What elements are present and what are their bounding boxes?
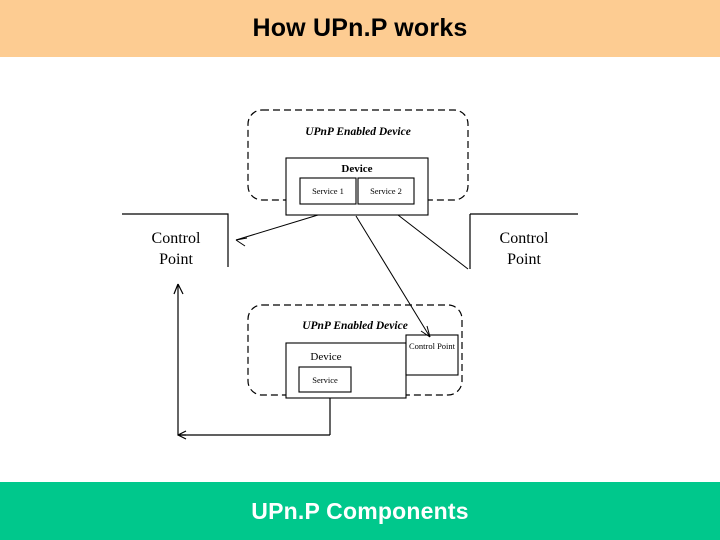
embedded-control-point-box: [405, 334, 459, 376]
page-title: How UPn.P works: [252, 14, 468, 42]
service-box-2: [357, 177, 415, 205]
device-top-label: Device: [341, 163, 372, 175]
link-device-top-to-control-point-right: [397, 214, 469, 270]
control-point-right-bracket: [469, 213, 578, 269]
device-bottom-outer-label: UPnP Enabled Device: [302, 320, 408, 332]
footer-caption: UPn.P Components: [251, 497, 469, 524]
footer-bar: [0, 482, 720, 540]
device-bottom-label: Device: [310, 351, 341, 363]
arrowhead-to-control-point-left-vertical: [173, 283, 184, 295]
device-bottom-outer-boundary: [247, 304, 463, 396]
device-top-outer-label: UPnP Enabled Device: [305, 126, 411, 138]
arrowhead-to-embedded-control-point: [420, 325, 431, 338]
control-point-right-label-line2: Point: [507, 251, 541, 268]
service-box-bottom: [298, 366, 352, 393]
embedded-control-point-label-line1: Control Point: [409, 341, 456, 351]
upnp-enabled-device-top: UPnP Enabled Device Device Service 1 Ser…: [247, 109, 469, 216]
arrowhead-bottom-left-corner: [177, 430, 187, 440]
service-bottom-label: Service: [312, 375, 338, 385]
upnp-enabled-device-bottom: UPnP Enabled Device Device Service Contr…: [247, 304, 463, 399]
service-1-label: Service 1: [312, 186, 344, 196]
control-point-left-label-line2: Point: [159, 251, 193, 268]
control-point-left-bracket: [122, 213, 229, 267]
control-point-right-label-line1: Control: [500, 230, 549, 247]
control-point-right: Control Point: [469, 213, 578, 269]
service-2-label: Service 2: [370, 186, 402, 196]
service-box-1: [299, 177, 357, 205]
link-device-top-to-control-point-left: [235, 214, 319, 241]
title-bar: [0, 0, 720, 57]
device-top-outer-boundary: [247, 109, 469, 201]
control-point-left: Control Point: [122, 213, 229, 268]
upnp-topology-diagram: UPnP Enabled Device Device Service 1 Ser…: [0, 57, 720, 482]
control-point-left-label-line1: Control: [152, 230, 201, 247]
link-device-top-to-embedded-control-point: [355, 215, 431, 338]
connection-lines: [173, 214, 469, 440]
arrowhead-to-control-point-left: [235, 237, 248, 247]
